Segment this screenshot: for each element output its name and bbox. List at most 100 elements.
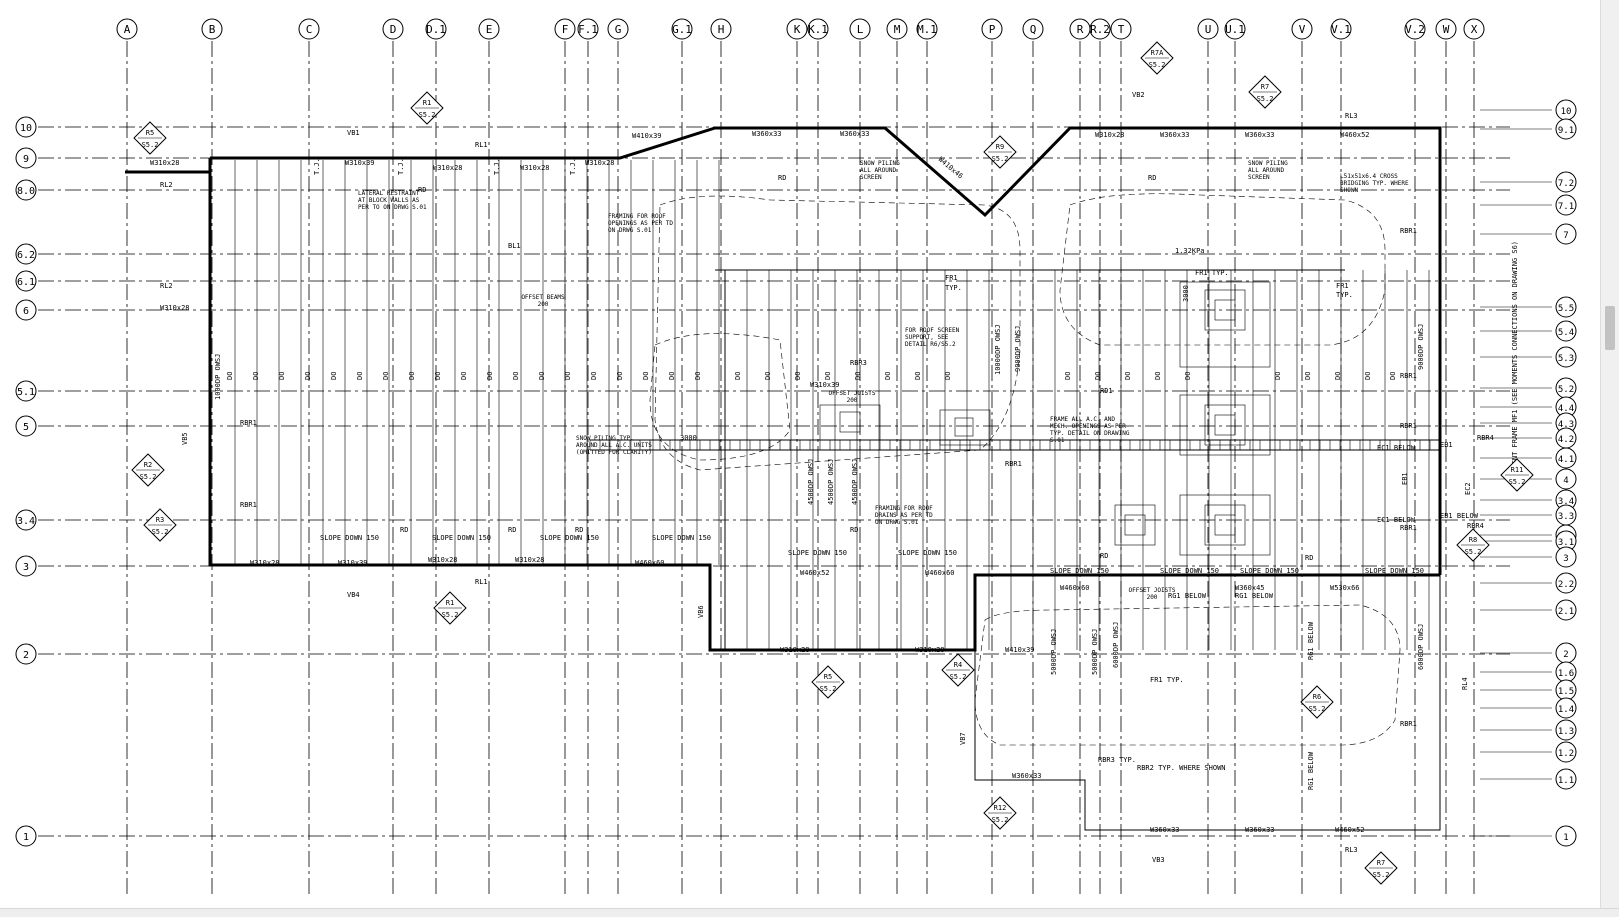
grid-bubble-row-right: 1.6 (1555, 661, 1577, 683)
svg-text:M: M (894, 23, 901, 36)
drain-label: RD1 (1100, 387, 1113, 395)
drain-label: RD (1100, 552, 1108, 560)
beam-label: W310x28 (915, 646, 945, 654)
svg-text:R7: R7 (1261, 83, 1269, 91)
rbr-label: RBR1 (1400, 227, 1417, 235)
svg-text:R8: R8 (1469, 536, 1477, 544)
svg-text:U: U (1205, 23, 1212, 36)
svg-text:1.6: 1.6 (1558, 669, 1574, 679)
rbr-label: RBR1 (1005, 460, 1022, 468)
mechanical-units (819, 281, 1271, 556)
do-label: DO (434, 372, 442, 380)
note-frame-ac: FRAME ALL A.C. AND MECH. OPENINGS AS PER… (1050, 416, 1129, 444)
grid-bubble-row-right: 5.4 (1555, 320, 1577, 342)
svg-text:G.1: G.1 (672, 23, 692, 36)
building-outline (125, 126, 1442, 831)
note-snow-piling-right: SNOW PILING ALL AROUND SCREEN (1248, 160, 1288, 181)
vertical-scrollbar-thumb[interactable] (1605, 306, 1615, 350)
do-label: DO (564, 372, 572, 380)
owsj-label: 4500DP OWSJ (827, 459, 835, 505)
svg-text:1.2: 1.2 (1558, 749, 1574, 759)
grid-bubble-row-right: 4 (1555, 468, 1577, 490)
svg-text:S5.2: S5.2 (142, 141, 159, 149)
svg-text:R7A: R7A (1151, 49, 1164, 57)
frame-label: FR1 (1336, 282, 1349, 290)
svg-text:S5.2: S5.2 (152, 528, 169, 536)
grid-bubble-row-right: 5.5 (1555, 296, 1577, 318)
svg-text:R.2: R.2 (1090, 23, 1110, 36)
grid-bubble-column: R (1069, 18, 1091, 40)
slope-note: SLOPE DOWN 150 (1050, 567, 1109, 575)
ridge-label: RL3 (1345, 846, 1358, 854)
vertical-scrollbar[interactable] (1600, 0, 1619, 908)
do-label: DO (1094, 372, 1102, 380)
svg-text:R1: R1 (423, 99, 431, 107)
do-label: DO (884, 372, 892, 380)
beam-label: W310x39 (810, 381, 840, 389)
do-label: DO (460, 372, 468, 380)
grid-bubble-row-right: 10 (1555, 99, 1577, 121)
do-label: DO (668, 372, 676, 380)
svg-text:3.4: 3.4 (17, 516, 35, 527)
do-label: DO (252, 372, 260, 380)
rbr-label: RBR1 (1400, 422, 1417, 430)
svg-text:V: V (1299, 23, 1306, 36)
vertical-bracing-label: VB6 (697, 605, 705, 618)
svg-text:S5.2: S5.2 (820, 685, 837, 693)
beam-label: W310x39 (345, 159, 375, 167)
horizontal-scrollbar[interactable] (0, 908, 1619, 917)
do-label: DO (382, 372, 390, 380)
slope-note: SLOPE DOWN 150 (432, 534, 491, 542)
note-framing-openings: FRAMING FOR ROOF OPENINGS AS PER TD ON D… (608, 213, 673, 234)
svg-text:P: P (989, 23, 996, 36)
svg-text:4.2: 4.2 (1558, 435, 1574, 445)
do-label: DO (914, 372, 922, 380)
owsj-label: 4500DP OWSJ (851, 459, 859, 505)
beam-label: W310x28 (585, 159, 615, 167)
svg-text:S5.2: S5.2 (1257, 95, 1274, 103)
grid-bubble-row-left: 5 (15, 415, 37, 437)
grid-bubble-row-right: 1.1 (1555, 768, 1577, 790)
svg-text:D.1: D.1 (426, 23, 446, 36)
drain-label: RD (1148, 174, 1156, 182)
note-offset-joists: OFFSET JOISTS 200 (829, 390, 876, 404)
grid-bubble-column: V (1291, 18, 1313, 40)
svg-text:R11: R11 (1511, 466, 1524, 474)
drain-label: RD (508, 526, 516, 534)
ridge-label: RL3 (1345, 112, 1358, 120)
dimension-label: 3000 (680, 434, 697, 442)
rg-label: RG1 BELOW (1235, 592, 1274, 600)
vertical-bracing-label: VB2 (1132, 91, 1145, 99)
grid-bubble-column: K (786, 18, 808, 40)
do-label: DO (356, 372, 364, 380)
slope-note: SLOPE DOWN 150 (320, 534, 379, 542)
svg-text:R2: R2 (144, 461, 152, 469)
svg-text:5.2: 5.2 (1558, 385, 1574, 395)
svg-text:3: 3 (1563, 554, 1568, 564)
grid-bubble-row-left: 6.1 (15, 270, 37, 292)
beam-label: W360x33 (1150, 826, 1180, 834)
beam-label: W530x66 (1330, 584, 1360, 592)
svg-text:H: H (718, 23, 725, 36)
rg-label: RG1 BELOW (1168, 592, 1207, 600)
eb-label: EB1 (1440, 441, 1453, 449)
beam-label: W460x52 (1335, 826, 1365, 834)
rbr-label: RBR1 (1400, 720, 1417, 728)
